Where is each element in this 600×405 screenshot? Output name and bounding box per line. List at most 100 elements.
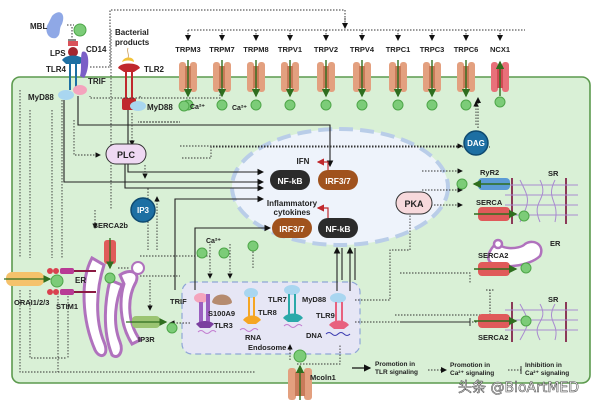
mcoln1-label: Mcoln1 xyxy=(310,373,336,382)
calcium-ion xyxy=(460,99,472,111)
legend-1-line-1: Promotion in xyxy=(375,361,415,368)
nfkb-node-top xyxy=(270,170,310,190)
ca-label: Ca²⁺ xyxy=(190,104,205,111)
tlr9-receptor xyxy=(329,293,349,329)
plc-label: PLC xyxy=(117,150,136,160)
tlr3-label: TLR3 xyxy=(214,321,233,330)
sr-top-label: SR xyxy=(548,169,559,178)
rna-strand xyxy=(283,324,303,328)
legend-3-line-1: Inhibition in xyxy=(525,362,562,369)
endosome-label: Endosome xyxy=(248,343,286,352)
legend-2-line-1: Promotion in xyxy=(450,362,490,369)
legend-3-line-2: Ca²⁺ signaling xyxy=(525,370,569,377)
ryr2-label: RyR2 xyxy=(480,168,499,177)
tlr2-receptor xyxy=(118,63,140,72)
channel-trpc3: TRPC3 xyxy=(420,30,445,111)
mbl-label: MBL xyxy=(30,22,47,31)
calcium-ion xyxy=(50,274,64,288)
rna-strand xyxy=(197,330,217,334)
trif-adaptor xyxy=(73,85,87,95)
serca2-inhibition xyxy=(486,289,494,315)
channel-label: TRPV4 xyxy=(350,45,375,54)
watermark: 头条 @BioArtMED xyxy=(458,379,579,396)
tlr8-receptor xyxy=(243,288,261,324)
irf37-node-top xyxy=(318,170,358,190)
nfkb-label-top: NF-kB xyxy=(277,176,302,186)
legend: Promotion in TLR signaling Promotion in … xyxy=(352,361,569,377)
bacterial-products-label-1: Bacterial xyxy=(115,28,149,37)
mcoln1-channel xyxy=(288,364,312,400)
channel-ncx1: NCX1 xyxy=(490,30,510,108)
plc-node xyxy=(105,143,147,165)
legend-1-line-2: TLR signaling xyxy=(375,369,418,376)
tlr4-label: TLR4 xyxy=(46,65,67,74)
s100a9-protein xyxy=(212,294,232,305)
serca2b-label: SERCA2b xyxy=(93,221,128,230)
calcium-ion xyxy=(520,262,532,274)
er-left-label: ER xyxy=(75,276,86,285)
calcium-ion xyxy=(284,99,296,111)
channel-label: TRPC1 xyxy=(386,45,411,54)
channel-trpv4: TRPV4 xyxy=(350,30,375,111)
sr-bottom-label: SR xyxy=(548,295,559,304)
lps-molecule xyxy=(68,47,78,57)
channel-label: TRPC6 xyxy=(454,45,479,54)
channel-trpm7: TRPM7 xyxy=(209,30,235,111)
dna-strand xyxy=(325,332,351,336)
cytokine-output-arrow xyxy=(316,204,329,218)
calcium-ion xyxy=(320,99,332,111)
lps-label: LPS xyxy=(50,49,66,58)
tlr-signaling-lines xyxy=(63,96,356,291)
rna-strand xyxy=(239,328,259,332)
ca-label-2: Ca²⁺ xyxy=(232,105,247,112)
calcium-ion xyxy=(196,247,208,259)
irf37-node-bottom xyxy=(272,218,312,238)
channel-label: NCX1 xyxy=(490,45,510,54)
bacterial-product xyxy=(122,57,134,62)
bacterial-products-label-2: products xyxy=(115,38,150,47)
channel-trpv2: TRPV2 xyxy=(314,30,338,111)
s100a9-label: S100A9 xyxy=(208,309,235,318)
serca2-bottom-inhibition xyxy=(400,318,471,326)
calcium-ion xyxy=(247,240,259,252)
dag-label: DAG xyxy=(467,139,485,148)
ifn-label: IFN xyxy=(297,157,310,166)
er-right-label: ER xyxy=(550,239,561,248)
cd14-label: CD14 xyxy=(86,45,107,54)
dna-label: DNA xyxy=(306,331,323,340)
tlr3-receptor xyxy=(194,293,214,328)
inflammatory-label-1: Inflammatory xyxy=(267,199,318,208)
channel-trpc6: TRPC6 xyxy=(454,30,479,111)
calcium-ion xyxy=(178,100,190,112)
channel-label: TRPC3 xyxy=(420,45,445,54)
channel-label: TRPM7 xyxy=(209,45,234,54)
calcium-ion xyxy=(166,322,178,334)
tlr2-myd88-label: MyD88 xyxy=(147,103,173,112)
tlr2-label: TLR2 xyxy=(144,65,165,74)
calcium-ion xyxy=(250,99,262,111)
calcium-ion xyxy=(293,349,307,363)
tlr8-label: TLR8 xyxy=(258,308,277,317)
channel-label: TRPV1 xyxy=(278,45,302,54)
trif-endosome-label: TRIF xyxy=(170,297,187,306)
calcium-ion xyxy=(104,272,116,284)
channel-label: TRPM3 xyxy=(175,45,200,54)
calcium-ion xyxy=(392,99,404,111)
channel-label: TRPM8 xyxy=(243,45,268,54)
legend-2-line-2: Ca²⁺ signaling xyxy=(450,370,494,377)
calcium-ion xyxy=(218,247,230,259)
calcium-ion xyxy=(518,210,530,222)
calcium-ion xyxy=(73,23,87,37)
serca2-sr-label: SERCA2 xyxy=(478,333,508,342)
channel-trpm3: TRPM3 xyxy=(175,30,201,111)
ip3r-label: IP3R xyxy=(138,335,155,344)
sr-top xyxy=(505,178,578,224)
nfkb-label-bottom: NF-kB xyxy=(325,224,350,234)
membrane-channels: TRPM3 TRPM7 TRPM8 TRPV1 TRPV2 TRPV4 TRPC1 TRPC3… xyxy=(175,30,510,128)
endosome-ca-label: Ca²⁺ xyxy=(206,238,221,245)
irf37-label-bottom: IRF3/7 xyxy=(279,224,305,234)
calcium-ion xyxy=(426,99,438,111)
pka-label: PKA xyxy=(404,199,424,209)
ip3-node xyxy=(130,197,156,223)
channel-label: TRPV2 xyxy=(314,45,338,54)
